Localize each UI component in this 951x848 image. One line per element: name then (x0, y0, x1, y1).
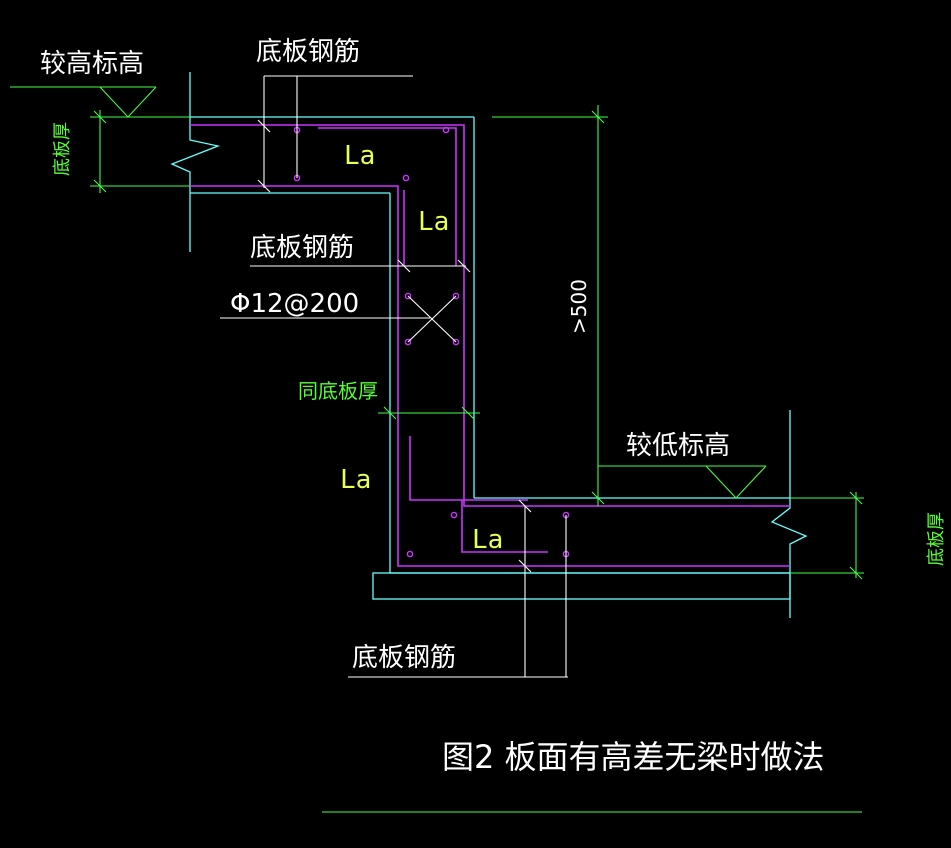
break-line-right (770, 410, 808, 618)
dimension-lines (10, 86, 864, 813)
leader-lines (220, 75, 568, 678)
slab-rebar-label-top: 底板钢筋 (256, 37, 360, 67)
la-label-1: La (344, 141, 375, 171)
rebar-dots (293, 126, 570, 558)
higher-elevation-label: 较高标高 (40, 49, 144, 79)
slab-rebar-label-mid: 底板钢筋 (250, 233, 354, 263)
la-label-3: La (340, 465, 371, 495)
break-line-left (170, 72, 221, 252)
dim-gt500-label: >500 (567, 279, 591, 334)
lower-elevation-label: 较低标高 (626, 431, 730, 461)
slab-thickness-label-right: 底板厚 (926, 512, 947, 566)
la-label-2: La (418, 207, 449, 237)
bar-spec-label: Φ12@200 (230, 289, 359, 319)
slab-rebar-label-bottom: 底板钢筋 (352, 643, 456, 673)
slab-thickness-label-left: 底板厚 (52, 122, 73, 176)
same-thickness-label: 同底板厚 (298, 379, 378, 403)
figure-caption: 图2 板面有高差无梁时做法 (442, 738, 825, 776)
la-label-4: La (472, 525, 503, 555)
rebar-lines (190, 124, 790, 567)
